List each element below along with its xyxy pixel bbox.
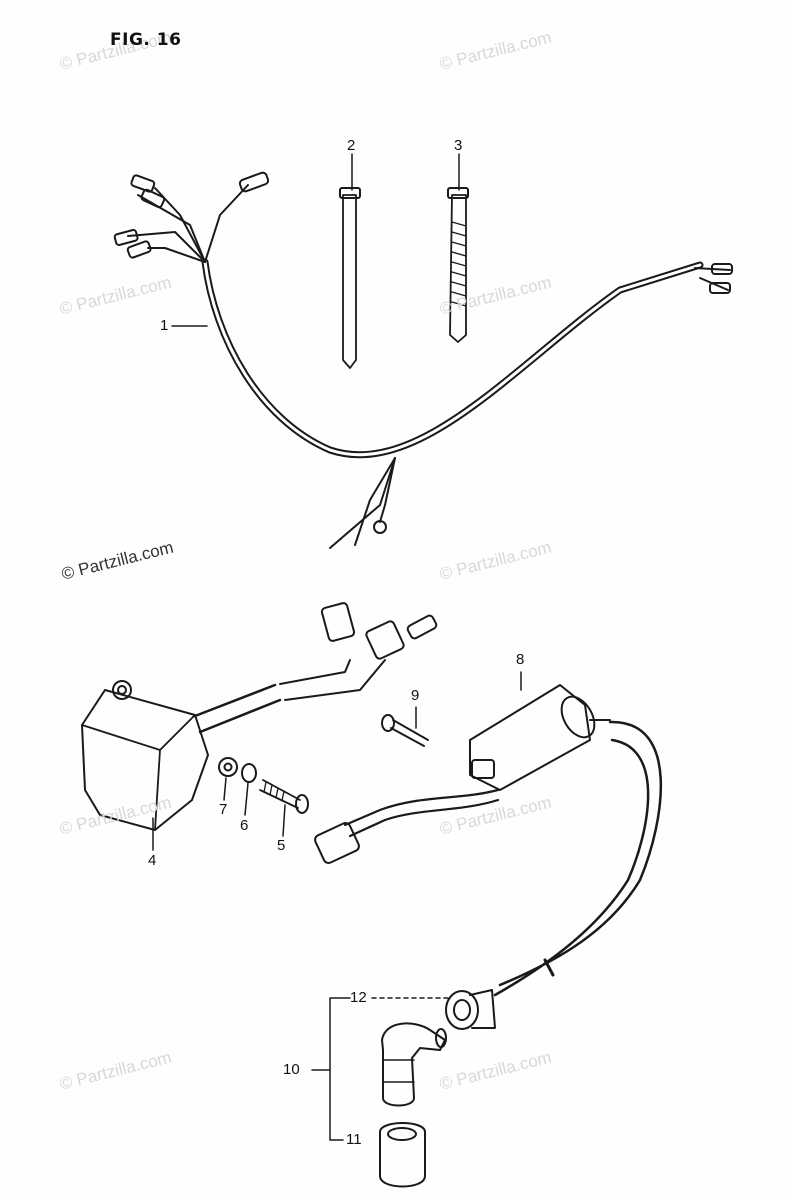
washer-part-7 [218, 757, 238, 777]
cap-cover-part-11 [379, 1122, 426, 1188]
callout-5: 5 [277, 837, 286, 854]
callout-2: 2 [347, 137, 356, 154]
callout-9: 9 [411, 687, 420, 704]
callout-3: 3 [454, 137, 463, 154]
plug-cap-part-10 [381, 1022, 447, 1107]
cable-tie-part-3 [447, 187, 469, 343]
lock-washer-part-6 [241, 763, 257, 783]
figure-title: FIG. 16 [110, 30, 182, 50]
callout-7: 7 [219, 801, 228, 818]
callout-10: 10 [283, 1061, 300, 1078]
ignition-coil-part [314, 684, 663, 997]
callout-1: 1 [160, 317, 169, 334]
cable-tie-part-2 [339, 187, 361, 369]
callout-6: 6 [240, 817, 249, 834]
callout-12: 12 [350, 989, 367, 1006]
callout-4: 4 [148, 852, 157, 869]
callout-11: 11 [346, 1131, 362, 1148]
cdi-unit-part [81, 602, 438, 831]
wiring-harness-part [113, 171, 733, 549]
seal-part-12 [445, 989, 496, 1030]
leader-lines [152, 153, 522, 1141]
screw-part-5 [259, 779, 309, 814]
callout-8: 8 [516, 651, 525, 668]
bolt-part-9 [381, 714, 429, 747]
